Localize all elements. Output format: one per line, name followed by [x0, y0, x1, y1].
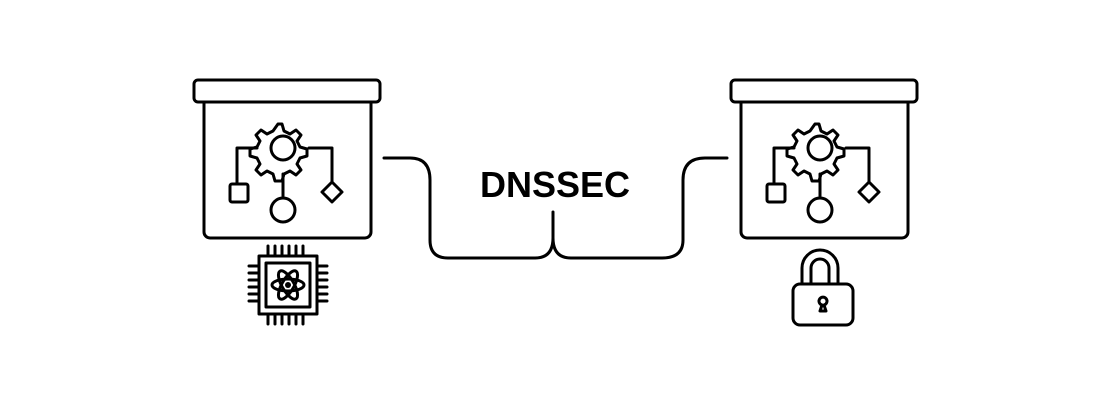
- padlock-icon: [791, 248, 855, 327]
- connector-line: [382, 156, 729, 260]
- quantum-chip-icon: [247, 244, 329, 326]
- flowchart-gear-icon: [192, 78, 382, 240]
- dnssec-label: DNSSEC: [480, 164, 630, 205]
- right-server-board: [729, 78, 919, 240]
- flowchart-gear-icon: [729, 78, 919, 240]
- left-server-board: [192, 78, 382, 240]
